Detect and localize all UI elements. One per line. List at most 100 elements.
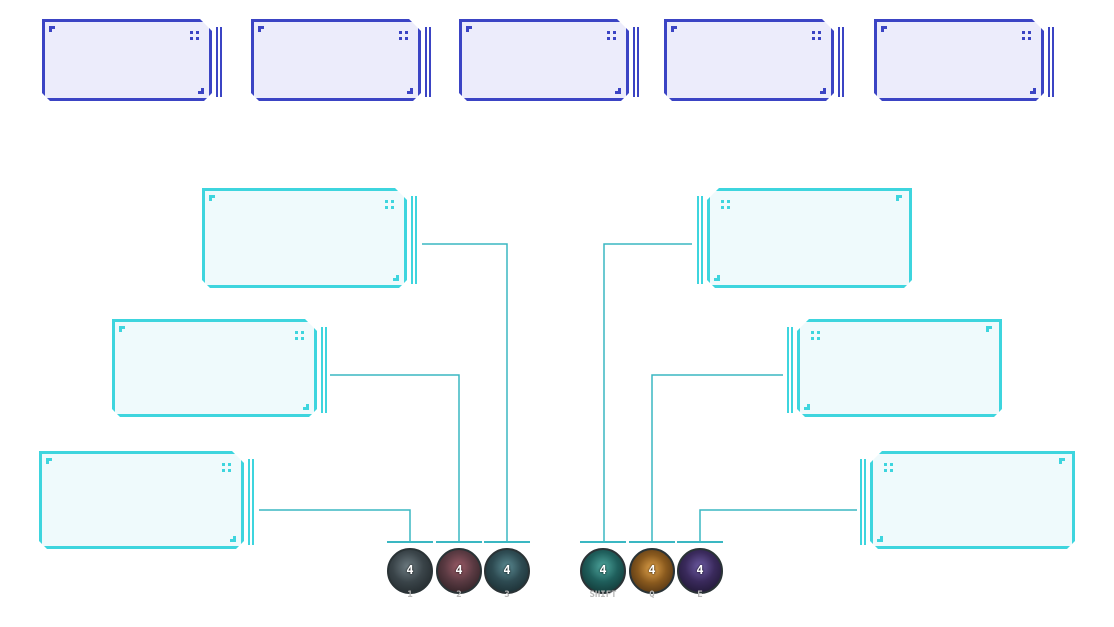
panel-body	[664, 19, 834, 101]
ability-panel-left-1	[39, 451, 254, 549]
corner-mark	[49, 26, 55, 32]
corner-mark	[1059, 458, 1065, 464]
corner-mark	[198, 88, 204, 94]
ability-count: 4	[406, 563, 414, 577]
top-panel-5	[874, 19, 1054, 101]
corner-mark	[896, 195, 902, 201]
panel-edge	[325, 327, 327, 413]
panel-body	[202, 188, 407, 288]
ability-count: 4	[648, 563, 656, 577]
ability-slot-3[interactable]: 4 3	[484, 548, 530, 600]
panel-edge	[701, 196, 703, 284]
ability-panel-right-q	[787, 319, 1002, 417]
grip-dots-icon	[385, 200, 395, 210]
ability-panel-right-e	[860, 451, 1075, 549]
connector-slot-2	[330, 374, 460, 541]
ability-keybind: 2	[456, 590, 462, 600]
corner-mark	[986, 326, 992, 332]
corner-mark	[615, 88, 621, 94]
ability-keybind: SHIFT	[589, 590, 617, 600]
ability-keybind: E	[697, 590, 703, 600]
top-panel-3	[459, 19, 639, 101]
slot-underline	[629, 541, 675, 543]
panel-edge	[787, 327, 789, 413]
panel-edge	[637, 27, 639, 97]
panel-body	[870, 451, 1075, 549]
corner-mark	[877, 536, 883, 542]
corner-mark	[303, 404, 309, 410]
panel-edge	[838, 27, 840, 97]
grip-dots-icon	[721, 200, 731, 210]
panel-body	[112, 319, 317, 417]
corner-mark	[407, 88, 413, 94]
corner-mark	[209, 195, 215, 201]
panel-edge	[1052, 27, 1054, 97]
connector-slot-shift	[603, 243, 692, 541]
grip-dots-icon	[399, 31, 409, 41]
ability-panel-left-2	[112, 319, 327, 417]
panel-edge	[220, 27, 222, 97]
panel-body	[874, 19, 1044, 101]
corner-mark	[466, 26, 472, 32]
corner-mark	[1030, 88, 1036, 94]
panel-edge	[429, 27, 431, 97]
panel-edge	[860, 459, 862, 545]
grip-dots-icon	[607, 31, 617, 41]
ability-slot-e[interactable]: 4 E	[677, 548, 723, 600]
grip-dots-icon	[884, 463, 894, 473]
ability-count: 4	[599, 563, 607, 577]
corner-mark	[230, 536, 236, 542]
connector-slot-1	[259, 509, 411, 541]
grip-dots-icon	[812, 31, 822, 41]
ability-keybind: 1	[407, 590, 413, 600]
panel-edge	[321, 327, 323, 413]
panel-edge	[633, 27, 635, 97]
corner-mark	[46, 458, 52, 464]
top-panel-4	[664, 19, 844, 101]
corner-mark	[671, 26, 677, 32]
connector-slot-e	[699, 509, 857, 541]
ability-keybind: 3	[504, 590, 510, 600]
panel-edge	[252, 459, 254, 545]
grip-dots-icon	[295, 331, 305, 341]
ability-keybind: Q	[649, 590, 655, 600]
corner-mark	[714, 275, 720, 281]
ability-slot-2[interactable]: 4 2	[436, 548, 482, 600]
panel-edge	[411, 196, 413, 284]
panel-body	[797, 319, 1002, 417]
ability-slot-1[interactable]: 4 1	[387, 548, 433, 600]
ability-panel-left-3	[202, 188, 417, 288]
panel-edge	[697, 196, 699, 284]
corner-mark	[881, 26, 887, 32]
grip-dots-icon	[811, 331, 821, 341]
panel-edge	[248, 459, 250, 545]
ability-slot-q[interactable]: 4 Q	[629, 548, 675, 600]
slot-underline	[484, 541, 530, 543]
ability-count: 4	[503, 563, 511, 577]
panel-edge	[425, 27, 427, 97]
panel-edge	[1048, 27, 1050, 97]
panel-edge	[842, 27, 844, 97]
connector-slot-3	[422, 243, 508, 541]
panel-edge	[864, 459, 866, 545]
panel-body	[39, 451, 244, 549]
panel-body	[251, 19, 421, 101]
slot-underline	[387, 541, 433, 543]
panel-body	[42, 19, 212, 101]
panel-edge	[791, 327, 793, 413]
ability-count: 4	[455, 563, 463, 577]
slot-underline	[580, 541, 626, 543]
slot-underline	[677, 541, 723, 543]
corner-mark	[393, 275, 399, 281]
top-panel-1	[42, 19, 222, 101]
panel-edge	[415, 196, 417, 284]
slot-underline	[436, 541, 482, 543]
top-panel-2	[251, 19, 431, 101]
ability-slot-shift[interactable]: 4 SHIFT	[580, 548, 626, 600]
corner-mark	[258, 26, 264, 32]
connector-slot-q	[651, 374, 783, 541]
corner-mark	[804, 404, 810, 410]
grip-dots-icon	[222, 463, 232, 473]
grip-dots-icon	[190, 31, 200, 41]
corner-mark	[119, 326, 125, 332]
